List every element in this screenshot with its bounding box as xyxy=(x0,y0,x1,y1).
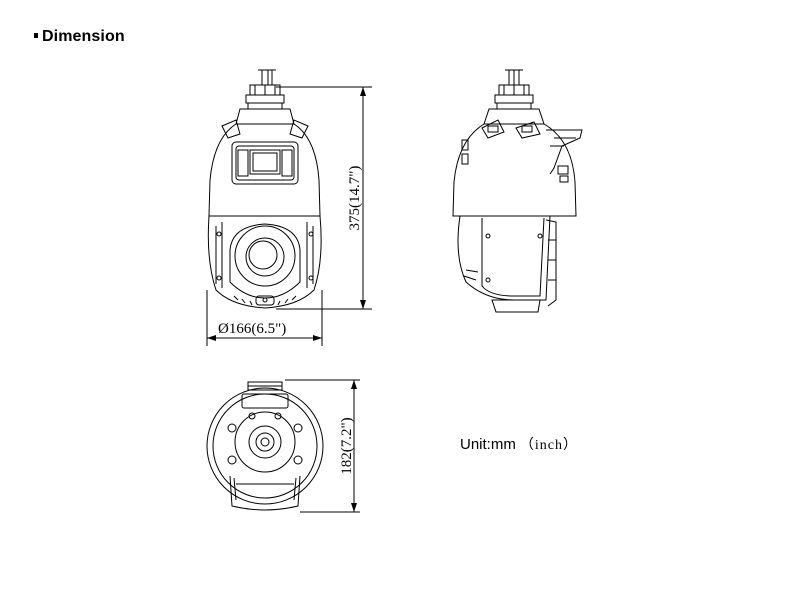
bottom-height-label: 182(7.2") xyxy=(339,417,355,474)
height-dimension-line xyxy=(276,86,372,310)
camera-bottom-view-icon xyxy=(206,381,324,511)
camera-side-view-icon xyxy=(452,69,583,313)
width-dimension-line xyxy=(206,290,323,346)
unit-secondary: （inch） xyxy=(520,437,578,453)
bullet-icon xyxy=(34,32,38,38)
unit-primary: Unit:mm xyxy=(460,436,516,453)
section-heading: Dimension xyxy=(34,26,125,48)
section-title: Dimension xyxy=(42,28,125,45)
bottom-height-dimension-line xyxy=(285,379,360,513)
width-label: Ø166(6.5") xyxy=(218,321,286,337)
unit-label: Unit:mm（inch） xyxy=(460,436,578,453)
height-label: 375(14.7") xyxy=(347,166,363,231)
camera-front-view-icon xyxy=(207,69,322,309)
